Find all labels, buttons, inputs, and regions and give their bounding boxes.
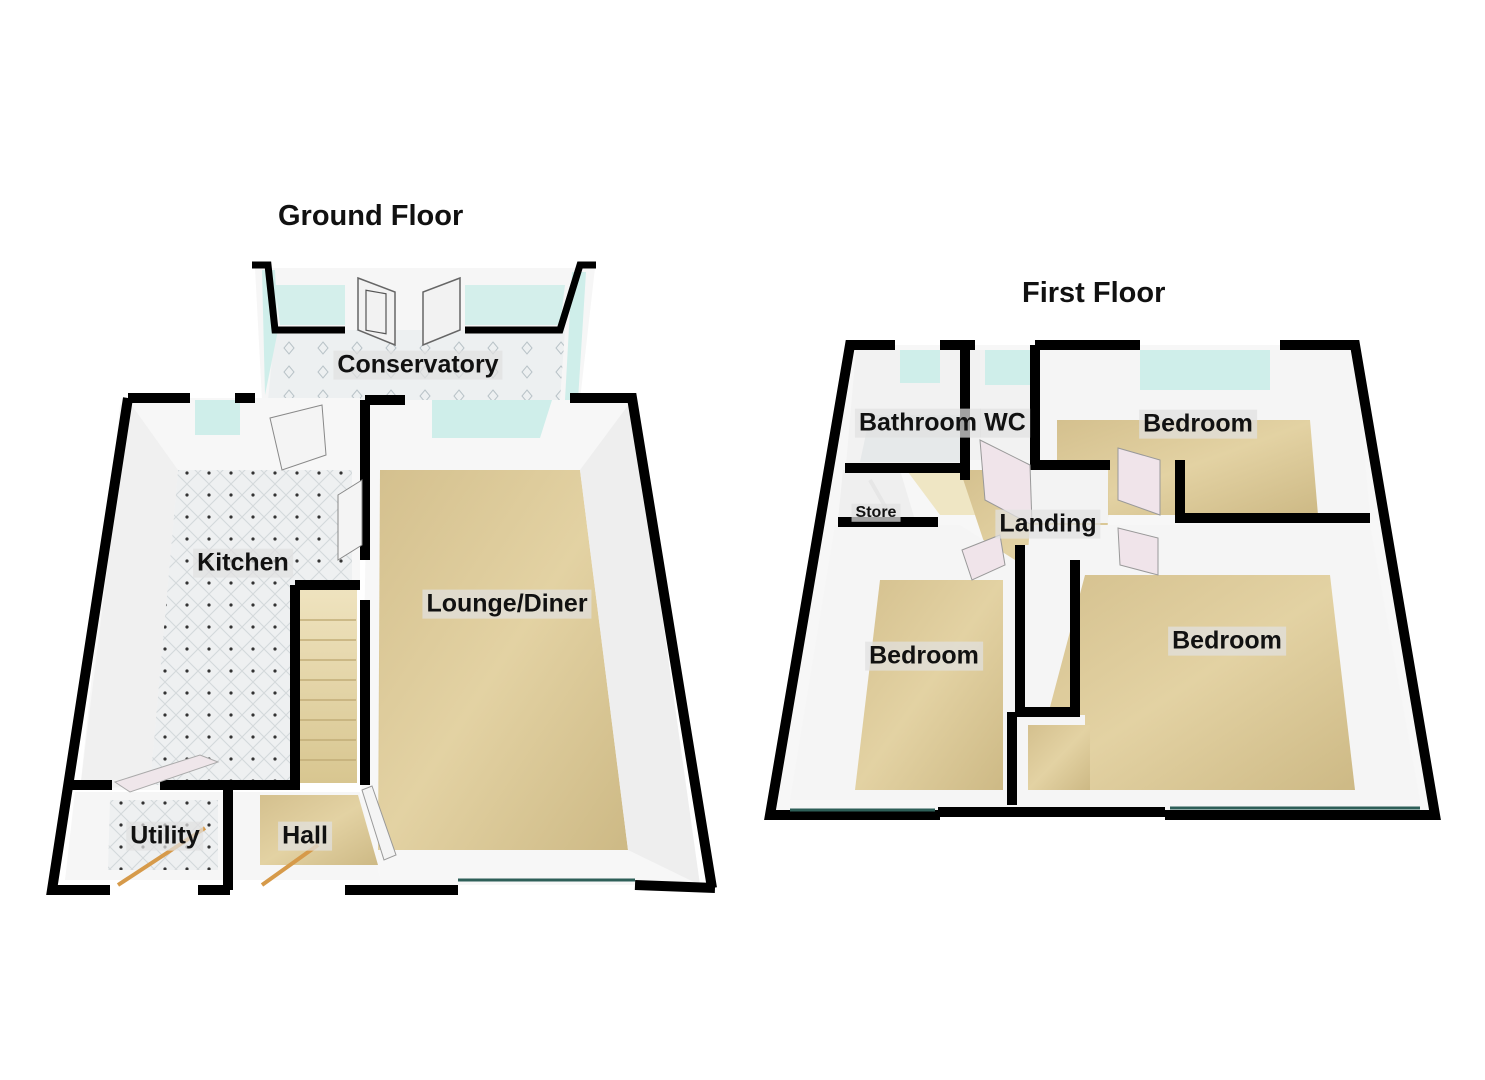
room-label-landing: Landing	[995, 509, 1101, 539]
french-door-right[interactable]	[422, 276, 461, 347]
left-bedroom-door[interactable]	[961, 534, 1006, 581]
room-label-lounge-diner: Lounge/Diner	[422, 589, 592, 619]
room-label-conservatory: Conservatory	[333, 350, 503, 380]
ground-staircase[interactable]	[297, 588, 357, 783]
room-label-hall: Hall	[278, 821, 332, 851]
kitchen-conservatory-door[interactable]	[269, 404, 327, 471]
conservatory-room	[252, 261, 596, 400]
room-label-store: Store	[851, 503, 901, 523]
rear-bedroom-door[interactable]	[1117, 447, 1161, 516]
room-label-bedroom-rear: Bedroom	[1139, 409, 1257, 439]
room-label-bedroom-left: Bedroom	[865, 641, 983, 671]
room-label-wc: WC	[980, 408, 1030, 438]
room-label-bathroom: Bathroom	[854, 408, 982, 438]
room-label-utility: Utility	[126, 821, 204, 851]
lounge-diner-room	[360, 400, 700, 885]
room-label-kitchen: Kitchen	[193, 548, 293, 578]
kitchen-utility-door[interactable]	[113, 754, 220, 793]
kitchen-lounge-door[interactable]	[337, 479, 363, 561]
first-floor-title: First Floor	[1022, 277, 1166, 309]
room-label-bedroom-front: Bedroom	[1168, 626, 1286, 656]
wc-room	[970, 350, 1033, 460]
lounge-door[interactable]	[361, 785, 397, 861]
front-door[interactable]	[260, 843, 320, 887]
front-bedroom-door[interactable]	[1117, 527, 1159, 576]
bathroom-room	[846, 350, 965, 465]
ground-floor-title: Ground Floor	[278, 200, 464, 232]
